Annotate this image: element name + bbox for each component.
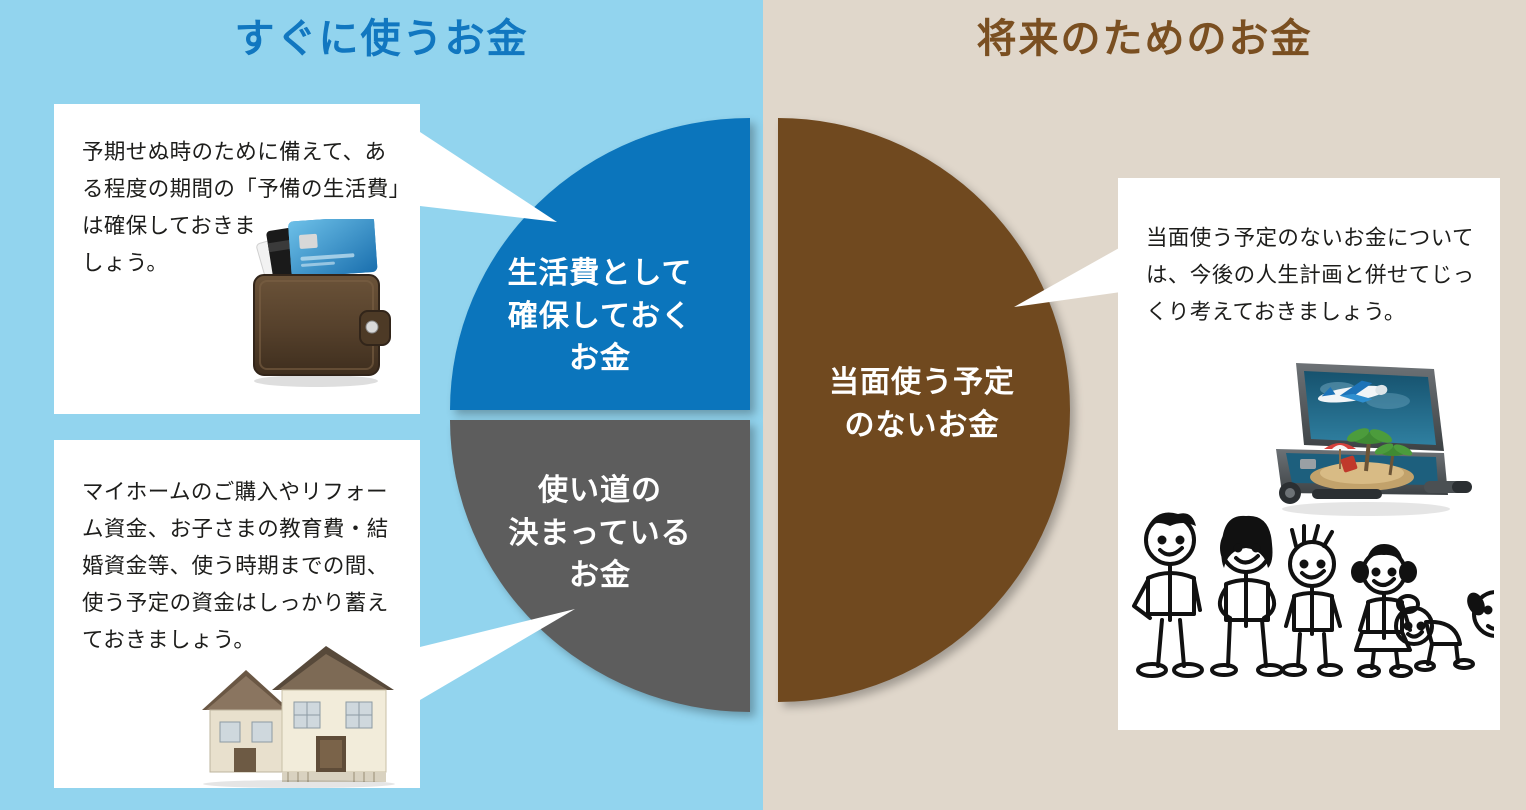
card-bottom-left: マイホームのご購入やリフォーム資金、お子さまの教育費・結婚資金等、使う時期までの… [54, 440, 420, 788]
slice-living-expenses-label: 生活費として 確保しておく お金 [507, 257, 693, 376]
arrow-pointer-to-blue-slice [420, 132, 557, 222]
card-bottom-left-text: マイホームのご購入やリフォーム資金、お子さまの教育費・結婚資金等、使う時期までの… [82, 480, 389, 652]
card-top-left: 予期せぬ時のために備えて、ある程度の期間の「予備の生活費」は確保しておきま しょ… [54, 104, 420, 414]
slice-unplanned-money-label: 当面使う予定 のないお金 [829, 366, 1015, 442]
card-top-left-text: 予期せぬ時のために備えて、ある程度の期間の「予備の生活費」は確保しておきま しょ… [82, 140, 400, 275]
right-panel-title: 将来のためのお金 [976, 17, 1313, 61]
slice-earmarked-money-label: 使い道の 決まっている お金 [508, 474, 692, 593]
house-icon [202, 646, 395, 788]
wallet-with-credit-cards-icon [253, 219, 391, 387]
arrow-pointer-to-brown-slice [1014, 243, 1128, 307]
left-panel-title: すぐに使うお金 [234, 17, 529, 61]
open-suitcase-with-island-icon [1276, 363, 1472, 516]
arrow-pointer-to-gray-slice [420, 609, 575, 700]
card-right: 当面使う予定のないお金については、今後の人生計画と併せてじっくり考えておきましょ… [1118, 178, 1500, 730]
card-right-text: 当面使う予定のないお金については、今後の人生計画と併せてじっくり考えておきましょ… [1146, 226, 1475, 324]
stick-figure-family-icon [1132, 512, 1494, 678]
